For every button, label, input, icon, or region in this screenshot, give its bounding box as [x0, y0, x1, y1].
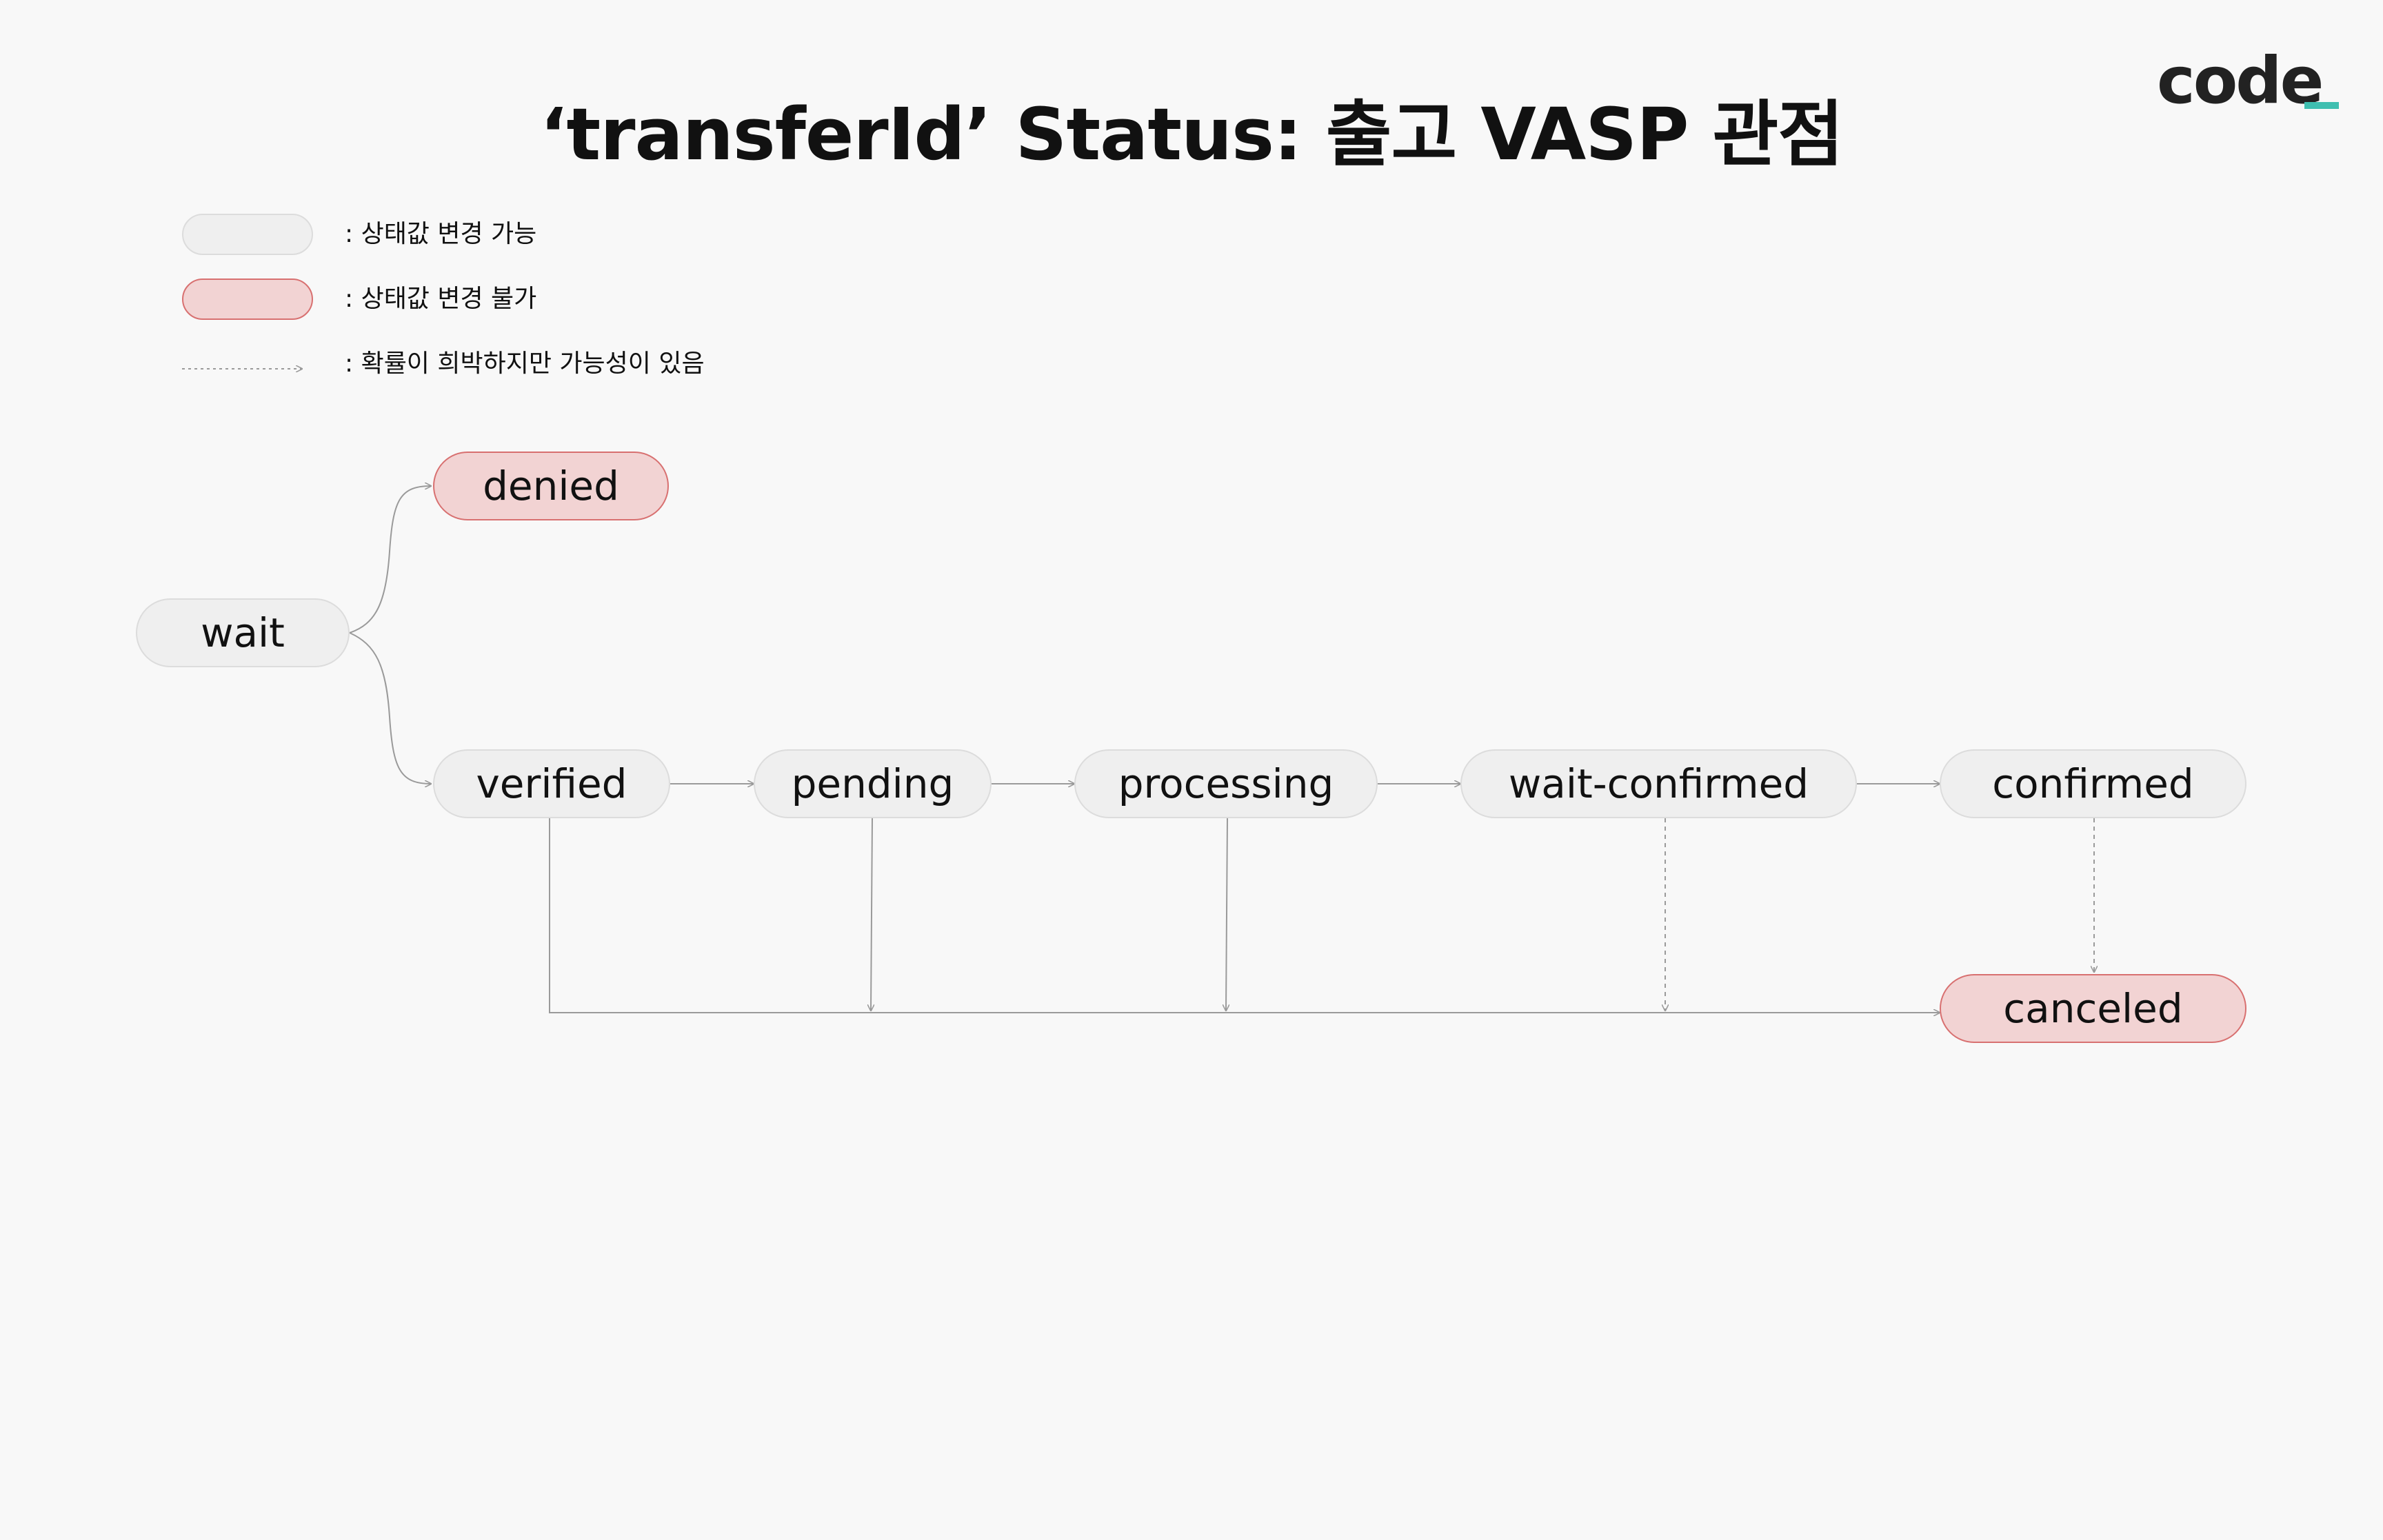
- edge-pending-to-canceled: [871, 818, 872, 1011]
- logo-underscore-accent: [2304, 102, 2339, 109]
- edge-processing-to-canceled: [1226, 818, 1227, 1011]
- node-verified: verified: [433, 749, 670, 818]
- legend-swatch-changeable: [182, 214, 313, 255]
- node-denied: denied: [433, 452, 669, 520]
- edge-wait-to-verified: [349, 632, 431, 784]
- edge-verified-to-canceled: [549, 818, 1940, 1013]
- node-pending: pending: [754, 749, 992, 818]
- legend-label-fixed: : 상태값 변경 불가: [345, 285, 537, 313]
- edge-wait-to-denied: [349, 486, 431, 634]
- node-processing: processing: [1074, 749, 1378, 818]
- node-canceled: canceled: [1940, 974, 2246, 1043]
- legend-swatch-fixed: [182, 278, 313, 320]
- node-wait: wait: [136, 598, 350, 667]
- code-logo: code: [2157, 43, 2324, 119]
- page-title: ‘transferId’ Status: 출고 VASP 관점: [540, 92, 1844, 176]
- node-wait-confirmed: wait-confirmed: [1460, 749, 1857, 818]
- node-confirmed: confirmed: [1940, 749, 2246, 818]
- legend-label-dotted: : 확률이 희박하지만 가능성이 있음: [345, 349, 705, 378]
- legend-label-changeable: : 상태값 변경 가능: [345, 220, 537, 248]
